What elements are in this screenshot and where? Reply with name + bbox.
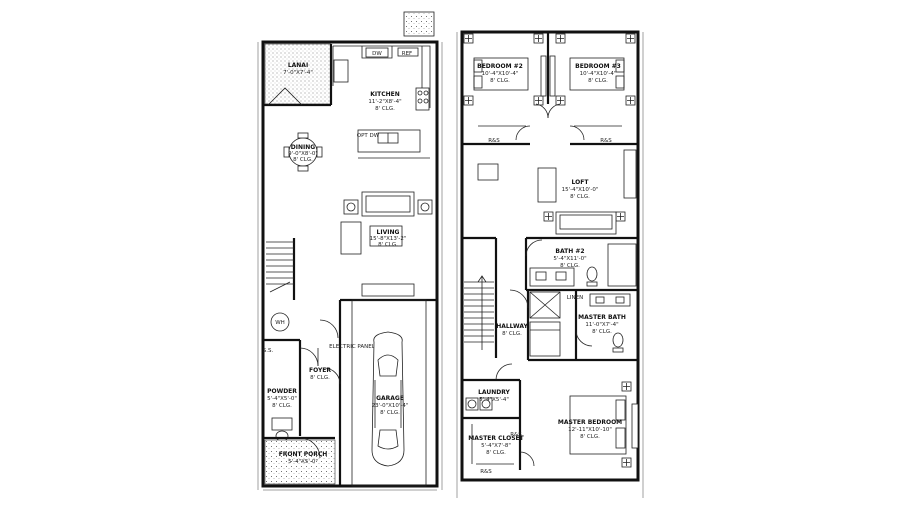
dining-clg: 8' CLG.	[293, 157, 313, 163]
powder-label: POWDER	[267, 388, 297, 395]
bath2-dim: 5'-4"X11'-0"	[553, 256, 586, 262]
powder-dim: 5'-4"X5'-0"	[267, 396, 297, 402]
first-floor-plan: LANAI 7'-0"X7'-4" DW REF KITCHEN 11'-2"X…	[257, 11, 443, 491]
kitchen-dim: 11'-2"X8'-4"	[368, 99, 401, 105]
loft-dim: 15'-4"X10'-0"	[562, 187, 599, 193]
bath2-clg: 8' CLG.	[560, 263, 580, 269]
kitchen-label: KITCHEN	[370, 91, 400, 98]
rs-label-4: R&S	[510, 432, 522, 438]
foyer-label: FOYER	[309, 367, 331, 374]
hallway-clg: 8' CLG.	[502, 331, 522, 337]
loft-sofa	[555, 211, 617, 235]
ss-label: S.S.	[263, 348, 274, 354]
lanai-dim: 7'-0"X7'-4"	[283, 70, 313, 76]
front-porch-area	[264, 439, 336, 485]
bedroom3-label: BEDROOM #3	[575, 63, 621, 70]
exterior-pad	[403, 11, 435, 37]
rs-label-1: R&S	[488, 138, 500, 144]
loft-clg: 8' CLG.	[570, 194, 590, 200]
dining-label: DINING	[291, 144, 315, 151]
armchair	[340, 221, 362, 255]
kitchen-clg: 8' CLG.	[375, 106, 395, 112]
bedroom3-dim: 10'-4"X10'-4"	[580, 71, 617, 77]
second-floor-outer-wall	[460, 30, 640, 482]
master-bedroom-dim: 12'-11"X10'-10"	[568, 427, 612, 433]
dining-dim: 9'-0"X8'-0"	[288, 151, 318, 157]
master-bath-label: MASTER BATH	[578, 314, 626, 321]
master-bedroom-clg: 8' CLG.	[580, 434, 600, 440]
bedroom2-dim: 10'-4"X10'-4"	[482, 71, 519, 77]
master-bath-dim: 11'-0"X7'-4"	[585, 322, 618, 328]
second-floor-plan: BEDROOM #2 10'-4"X10'-4" 8' CLG. BEDROOM…	[456, 30, 644, 498]
garage-dim: 23'-0"X10'-4"	[372, 403, 409, 409]
loft-label: LOFT	[572, 179, 590, 186]
electric-panel-label: ELECTRIC PANEL	[329, 344, 376, 350]
lanai-label: LANAI	[288, 62, 308, 69]
garage-clg: 8' CLG.	[380, 410, 400, 416]
bed-2	[473, 57, 529, 91]
opt-label: OPT DW	[357, 133, 380, 139]
wh-label: WH	[275, 320, 285, 326]
ref-label: REF	[402, 51, 412, 57]
hallway-label: HALLWAY	[496, 323, 528, 330]
master-bed	[569, 395, 627, 455]
foyer-clg: 8' CLG.	[310, 375, 330, 381]
lanai-area	[264, 43, 332, 105]
living-label: LIVING	[377, 229, 400, 236]
master-closet-label: MASTER CLOSET	[468, 435, 524, 442]
car	[371, 331, 405, 467]
bedroom2-clg: 8' CLG.	[490, 78, 510, 84]
front-porch-dim: 5'-4"X5'-0"	[288, 459, 318, 465]
powder-clg: 8' CLG.	[272, 403, 292, 409]
second-floor-stairs	[462, 236, 498, 358]
master-closet-clg: 8' CLG.	[486, 450, 506, 456]
water-heater	[270, 312, 290, 332]
kitchen-island	[357, 129, 421, 153]
master-bedroom-label: MASTER BEDROOM	[558, 419, 622, 426]
master-closet-dim: 5'-4"X7'-8"	[481, 443, 511, 449]
bedroom3-clg: 8' CLG.	[588, 78, 608, 84]
first-floor-outer-wall	[261, 40, 439, 488]
dw-label: DW	[372, 51, 382, 57]
linen-label: LINEN	[567, 295, 583, 301]
laundry-dim: 5'-4"X5'-4"	[479, 397, 509, 403]
living-dim: 15'-8"X13'-2"	[370, 236, 407, 242]
garage-label: GARAGE	[376, 395, 404, 402]
bath2-label: BATH #2	[555, 248, 584, 255]
first-floor-stairs	[266, 238, 296, 300]
bedroom2-label: BEDROOM #2	[477, 63, 523, 70]
laundry-label: LAUNDRY	[478, 389, 510, 396]
rs-label-3: R&S	[480, 469, 492, 475]
front-porch-label: FRONT PORCH	[279, 451, 328, 458]
bed-3	[569, 57, 625, 91]
living-clg: 8' CLG.	[378, 242, 398, 248]
master-bath-clg: 8' CLG.	[592, 329, 612, 335]
rs-label-2: R&S	[600, 138, 612, 144]
